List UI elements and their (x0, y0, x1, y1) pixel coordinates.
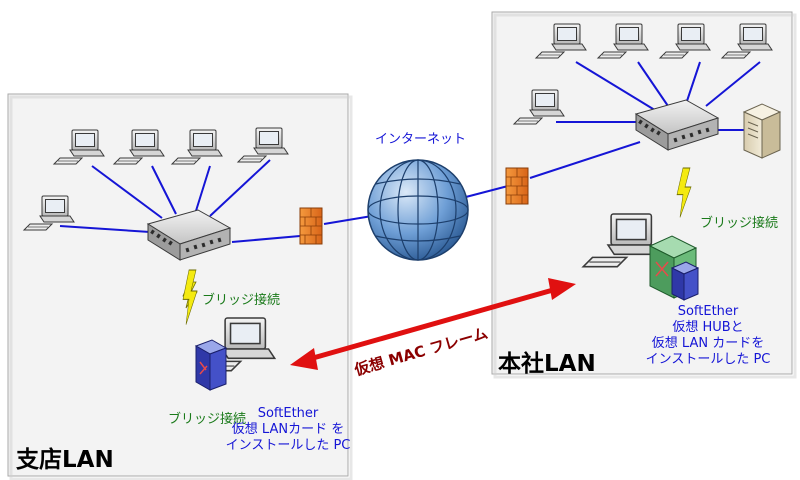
hq-pc-caption-line: 仮想 HUBと (672, 320, 744, 335)
hq-pc-caption-line: インストールした PC (645, 352, 771, 367)
branch-pc-caption-line: 仮想 LANカード を (231, 422, 345, 437)
branch-cables (59, 159, 373, 243)
hq-softether-pc-icon (582, 213, 700, 301)
internet-label: インターネット (375, 132, 467, 147)
branch-softether-pc-icon (194, 317, 276, 391)
hq-lan-region (491, 11, 793, 375)
softether-box-icon (648, 235, 700, 301)
branch-firewall-icon (299, 207, 323, 245)
hq-lan-label: 本社LAN (498, 351, 596, 377)
globe-icon (367, 159, 469, 261)
hq-pc-caption-line: SoftEther (677, 304, 739, 319)
hq-lightning-icon (676, 167, 692, 218)
softether-box-icon (194, 339, 228, 391)
branch-lan-label: 支店LAN (16, 447, 114, 473)
hq-pc-caption: SoftEther 仮想 HUBと 仮想 LAN カードを インストールした P… (642, 304, 774, 368)
branch-pc-caption: SoftEther 仮想 LANカード を インストールした PC (222, 406, 354, 454)
branch-pc-caption-line: インストールした PC (225, 438, 351, 453)
branch-bridge-label: ブリッジ接続 (202, 293, 281, 308)
branch-pc-caption-line: SoftEther (257, 406, 319, 421)
hq-pc-caption-line: 仮想 LAN カードを (651, 336, 765, 351)
server-icon (742, 103, 782, 159)
mac-frame-arrow (290, 278, 576, 370)
branch-lightning-icon (182, 269, 198, 325)
hq-firewall-icon (505, 167, 529, 205)
branch-pc-bridge-label: ブリッジ接続 (168, 412, 247, 427)
hq-cables (461, 61, 761, 199)
hq-bridge-label: ブリッジ接続 (700, 216, 779, 231)
